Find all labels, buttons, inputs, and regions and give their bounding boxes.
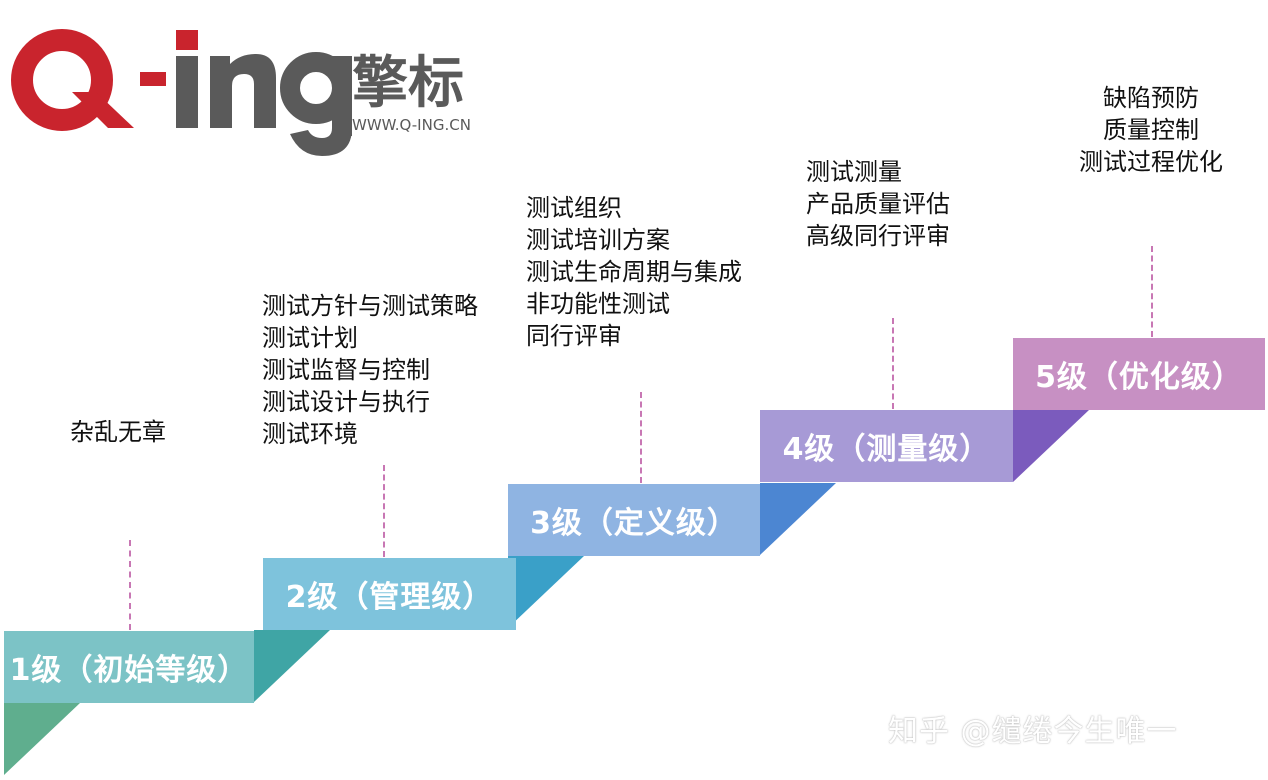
level-2-desc-item: 测试方针与测试策略 xyxy=(262,292,478,320)
step-5-corner xyxy=(1013,410,1089,482)
level-1-desc-item: 杂乱无章 xyxy=(70,418,166,446)
level-2-step: 2级（管理级） xyxy=(263,558,516,630)
level-5-step: 5级（优化级） xyxy=(1013,338,1265,410)
level-2-desc-item: 测试监督与控制 xyxy=(262,356,430,384)
q-ing-logo: 擎标 WWW.Q-ING.CN xyxy=(11,29,471,156)
level-3-desc-item: 同行评审 xyxy=(526,322,622,350)
level-3-label: 3级（定义级） xyxy=(530,506,738,541)
step-2-corner xyxy=(254,630,330,702)
level-4-desc-item: 产品质量评估 xyxy=(806,190,950,218)
level-1-connector xyxy=(129,540,131,630)
level-5-desc-item: 质量控制 xyxy=(1103,116,1199,144)
level-2-desc-item: 测试计划 xyxy=(262,324,358,352)
level-4-description: 测试测量 产品质量评估 高级同行评审 xyxy=(806,156,950,252)
zhihu-watermark: 知乎 @缱绻今生唯一 xyxy=(888,714,1178,749)
level-2-desc-item: 测试环境 xyxy=(262,420,358,448)
level-1-label: 1级（初始等级） xyxy=(9,653,249,688)
step-1-corner xyxy=(4,703,80,775)
level-1-step: 1级（初始等级） xyxy=(4,631,254,703)
level-3-desc-item: 测试组织 xyxy=(526,194,622,222)
level-3-description: 测试组织 测试培训方案 测试生命周期与集成 非功能性测试 同行评审 xyxy=(526,192,742,352)
level-4-desc-item: 测试测量 xyxy=(806,158,902,186)
level-3-desc-item: 非功能性测试 xyxy=(526,290,670,318)
step-3-corner xyxy=(508,556,584,628)
level-4-step: 4级（测量级） xyxy=(760,410,1013,482)
level-4-desc-item: 高级同行评审 xyxy=(806,222,950,250)
level-5-label: 5级（优化级） xyxy=(1035,360,1243,395)
level-2-description: 测试方针与测试策略 测试计划 测试监督与控制 测试设计与执行 测试环境 xyxy=(262,290,478,450)
level-3-desc-item: 测试生命周期与集成 xyxy=(526,258,742,286)
level-2-label: 2级（管理级） xyxy=(285,580,494,615)
level-2-desc-item: 测试设计与执行 xyxy=(262,388,430,416)
level-5-connector xyxy=(1151,246,1153,337)
level-5-description: 缺陷预防 质量控制 测试过程优化 xyxy=(1066,82,1236,178)
level-3-desc-item: 测试培训方案 xyxy=(526,226,670,254)
logo-url-text: WWW.Q-ING.CN xyxy=(352,116,471,134)
step-4-corner xyxy=(760,483,836,555)
level-2-connector xyxy=(383,465,385,557)
level-4-connector xyxy=(892,318,894,409)
level-5-desc-item: 测试过程优化 xyxy=(1079,148,1223,176)
level-1-description: 杂乱无章 xyxy=(70,416,166,448)
logo-cn-text: 擎标 xyxy=(352,51,464,116)
level-3-connector xyxy=(640,392,642,483)
level-5-desc-item: 缺陷预防 xyxy=(1103,84,1199,112)
level-4-label: 4级（测量级） xyxy=(782,432,991,467)
level-3-step: 3级（定义级） xyxy=(508,484,760,556)
